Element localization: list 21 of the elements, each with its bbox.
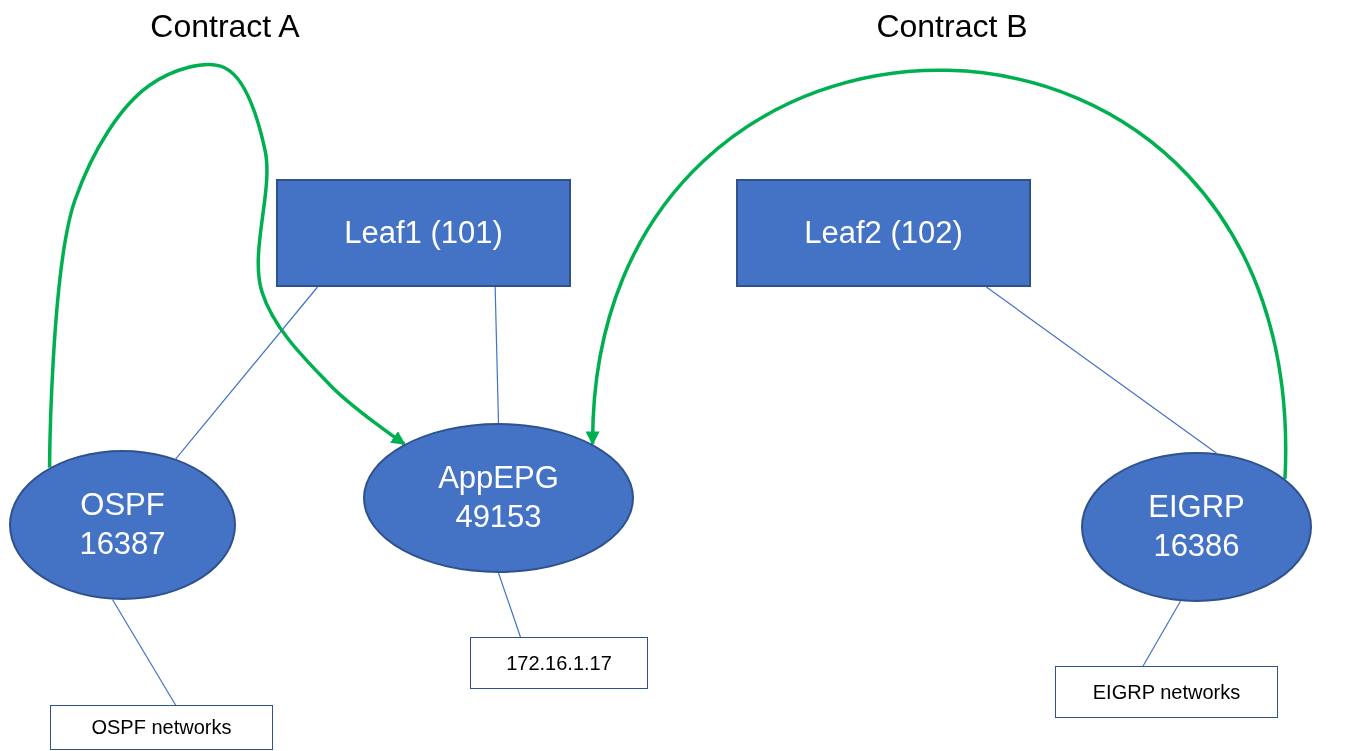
node-label: Leaf2 (102) xyxy=(804,215,963,251)
node-label: Leaf1 (101) xyxy=(344,215,503,251)
node-label: OSPF 16387 xyxy=(78,486,167,563)
node-label: EIGRP networks xyxy=(1092,680,1241,704)
connection-line xyxy=(497,572,522,638)
contract-arrow xyxy=(47,63,406,468)
node-label: EIGRP 16386 xyxy=(1147,488,1246,565)
node-label: OSPF networks xyxy=(91,716,232,739)
connection-line xyxy=(494,286,500,424)
network-box xyxy=(50,705,273,750)
network-box xyxy=(470,637,648,689)
network-box xyxy=(1055,666,1278,718)
node-label: 172.16.1.17 xyxy=(506,651,612,675)
connection-line xyxy=(1142,600,1182,667)
connection-line xyxy=(112,599,177,706)
node-label: AppEPG 49153 xyxy=(437,459,560,536)
contract-arrow xyxy=(587,68,1287,479)
leaf-switch-box xyxy=(276,179,571,287)
leaf-switch-box xyxy=(736,179,1031,287)
connection-line xyxy=(175,286,319,460)
connection-line xyxy=(985,286,1218,454)
